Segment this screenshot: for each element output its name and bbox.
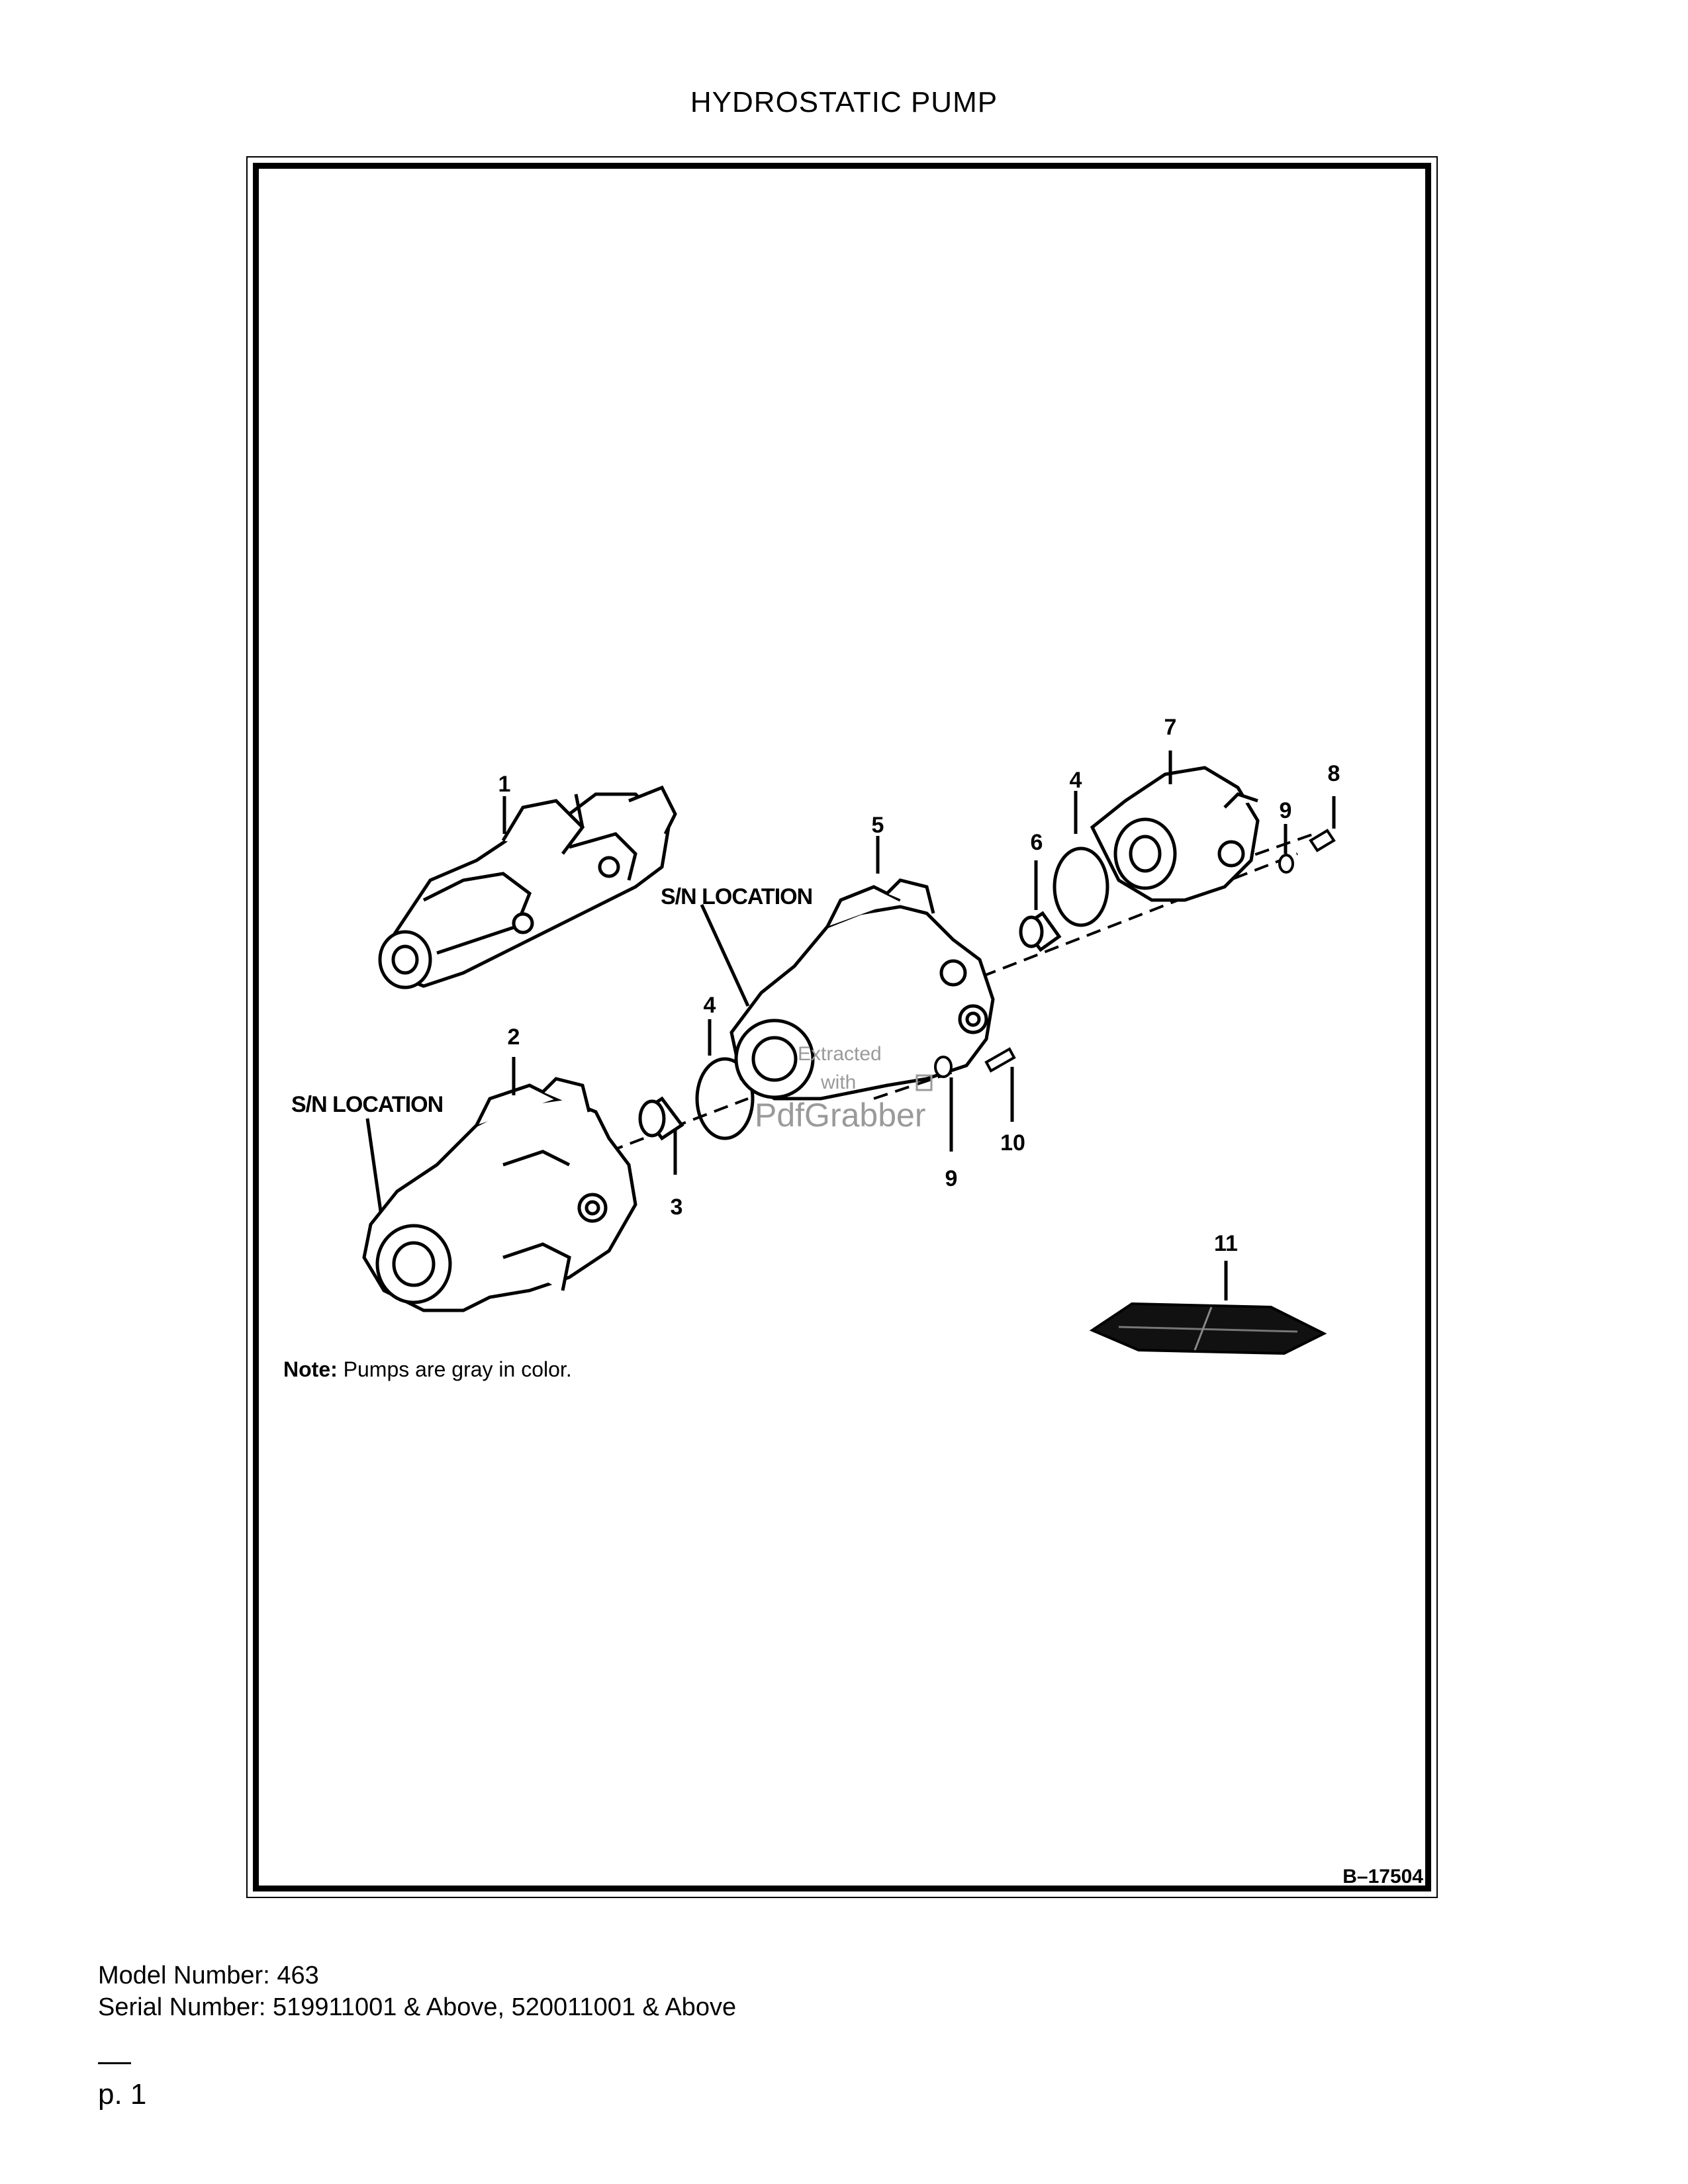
part-9-seal-lower	[934, 1056, 953, 1078]
figure-id: B–17504	[1342, 1866, 1423, 1888]
callout-1: 1	[498, 772, 511, 797]
leader-lines	[365, 751, 1336, 1300]
callout-8: 8	[1328, 761, 1340, 786]
callout-7: 7	[1164, 715, 1177, 740]
part-2-pump	[362, 1077, 637, 1312]
part-4-o-ring-lower	[695, 1057, 755, 1140]
serial-number-line: Serial Number: 519911001 & Above, 520011…	[98, 1993, 737, 2021]
part-4-o-ring-upper	[1053, 846, 1109, 927]
callout-4-lower: 4	[704, 993, 716, 1018]
watermark-line-1: Extracted	[798, 1043, 882, 1065]
diagram-frame-outer	[246, 156, 1438, 1898]
part-9-seal-upper	[1278, 854, 1294, 874]
part-5-pump	[729, 878, 995, 1101]
callout-10: 10	[1000, 1130, 1025, 1156]
part-11-decal	[1089, 1302, 1327, 1355]
diagram-frame-inner	[253, 163, 1431, 1891]
callout-9-upper: 9	[1280, 798, 1292, 823]
part-10-bolt	[984, 1047, 1016, 1073]
part-8-plug	[1309, 829, 1336, 852]
sn-location-label-lower: S/N LOCATION	[291, 1092, 443, 1117]
pdfgrabber-watermark: Extracted with PdfGrabber	[755, 1043, 933, 1134]
watermark-logo-icon	[915, 1074, 933, 1091]
callout-9-lower: 9	[945, 1166, 958, 1191]
watermark-line-2: with	[820, 1071, 856, 1093]
callout-4-upper: 4	[1070, 768, 1082, 793]
note-text: Pumps are gray in color.	[338, 1357, 572, 1381]
model-number-line: Model Number: 463	[98, 1962, 319, 1989]
page-number: p. 1	[98, 2078, 147, 2111]
part-3-coupler	[638, 1096, 684, 1141]
callout-2: 2	[508, 1024, 520, 1050]
callout-3: 3	[671, 1195, 683, 1220]
page-title: HYDROSTATIC PUMP	[690, 86, 998, 118]
callout-6: 6	[1031, 830, 1043, 855]
footer-rule	[98, 2062, 131, 2064]
part-7-end-housing	[1090, 766, 1260, 902]
callout-5: 5	[872, 813, 884, 838]
part-6-coupler	[1019, 911, 1062, 952]
callout-11: 11	[1214, 1231, 1238, 1256]
diagram-note: Note: Pumps are gray in color.	[283, 1357, 572, 1381]
sn-location-label-upper: S/N LOCATION	[661, 884, 812, 909]
note-label: Note:	[283, 1357, 338, 1381]
watermark-brand: PdfGrabber	[755, 1097, 925, 1134]
part-1-tandem-pump	[378, 785, 677, 989]
